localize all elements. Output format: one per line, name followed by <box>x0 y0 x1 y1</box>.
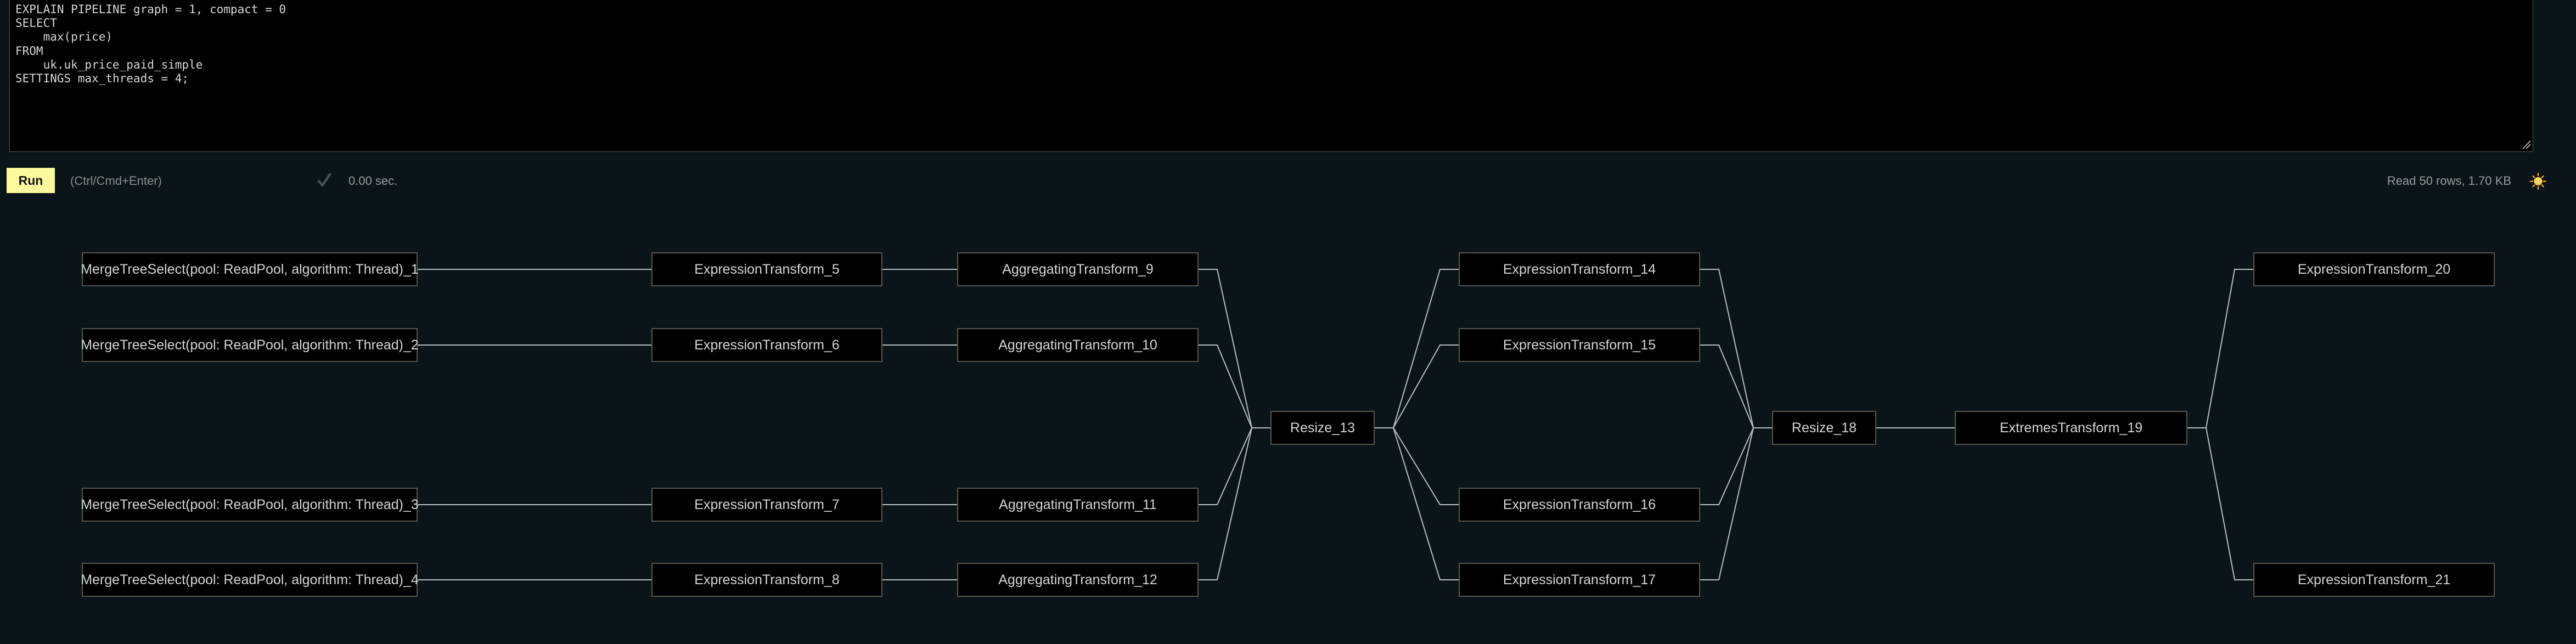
graph-node[interactable]: ExpressionTransform_14 <box>1459 252 1700 286</box>
graph-edge <box>1199 427 1270 505</box>
read-stats: Read 50 rows, 1.70 KB <box>2387 174 2511 188</box>
graph-edge <box>1199 269 1270 428</box>
graph-node-label: ExpressionTransform_17 <box>1503 572 1656 587</box>
graph-node-label: Resize_13 <box>1290 420 1356 436</box>
graph-node-label: ExpressionTransform_5 <box>694 261 840 277</box>
graph-node-label: AggregatingTransform_10 <box>998 337 1157 353</box>
graph-node-label: MergeTreeSelect(pool: ReadPool, algorith… <box>81 337 419 353</box>
graph-node[interactable]: ExpressionTransform_21 <box>2253 563 2495 597</box>
graph-node[interactable]: MergeTreeSelect(pool: ReadPool, algorith… <box>81 328 419 362</box>
graph-node-label: ExpressionTransform_16 <box>1503 496 1656 512</box>
sun-icon[interactable] <box>2529 172 2547 190</box>
graph-edge <box>1375 427 1459 580</box>
graph-edge <box>1375 427 1459 505</box>
sql-query-input[interactable] <box>9 0 2533 152</box>
graph-node[interactable]: ExtremesTransform_19 <box>1955 411 2187 445</box>
run-shortcut-hint: (Ctrl/Cmd+Enter) <box>70 174 162 188</box>
graph-node[interactable]: ExpressionTransform_5 <box>651 252 882 286</box>
graph-edge <box>1700 427 1772 580</box>
graph-edge <box>1199 427 1270 580</box>
graph-node-label: MergeTreeSelect(pool: ReadPool, algorith… <box>81 496 419 512</box>
graph-node[interactable]: AggregatingTransform_9 <box>957 252 1199 286</box>
graph-node-label: ExpressionTransform_21 <box>2297 572 2451 587</box>
graph-node[interactable]: AggregatingTransform_10 <box>957 328 1199 362</box>
graph-edge <box>1700 269 1772 428</box>
graph-node[interactable]: ExpressionTransform_15 <box>1459 328 1700 362</box>
graph-node-label: ExpressionTransform_14 <box>1503 261 1656 277</box>
graph-node[interactable]: ExpressionTransform_8 <box>651 563 882 597</box>
graph-node[interactable]: MergeTreeSelect(pool: ReadPool, algorith… <box>81 252 419 286</box>
graph-edge <box>1375 344 1459 428</box>
graph-node[interactable]: MergeTreeSelect(pool: ReadPool, algorith… <box>81 488 419 522</box>
graph-node[interactable]: Resize_18 <box>1772 411 1876 445</box>
query-toolbar: Run (Ctrl/Cmd+Enter) 0.00 sec. Read 50 r… <box>0 161 2576 199</box>
graph-node[interactable]: AggregatingTransform_12 <box>957 563 1199 597</box>
graph-node-label: MergeTreeSelect(pool: ReadPool, algorith… <box>81 572 419 587</box>
graph-node-label: MergeTreeSelect(pool: ReadPool, algorith… <box>81 261 419 277</box>
graph-node[interactable]: ExpressionTransform_17 <box>1459 563 1700 597</box>
graph-edge <box>2187 427 2253 580</box>
graph-node-label: ExpressionTransform_7 <box>694 496 840 512</box>
graph-node[interactable]: ExpressionTransform_20 <box>2253 252 2495 286</box>
run-button[interactable]: Run <box>7 168 55 193</box>
graph-node[interactable]: ExpressionTransform_16 <box>1459 488 1700 522</box>
graph-node-label: ExpressionTransform_20 <box>2297 261 2451 277</box>
graph-edge <box>1199 344 1270 428</box>
graph-node-label: Resize_18 <box>1791 420 1857 436</box>
graph-node-label: ExtremesTransform_19 <box>1999 420 2143 436</box>
elapsed-time: 0.00 sec. <box>348 174 398 188</box>
graph-node[interactable]: Resize_13 <box>1270 411 1375 445</box>
graph-edge <box>1700 427 1772 505</box>
graph-node[interactable]: ExpressionTransform_6 <box>651 328 882 362</box>
graph-node-label: ExpressionTransform_15 <box>1503 337 1656 353</box>
graph-edge <box>2187 269 2253 428</box>
check-icon <box>317 173 331 188</box>
graph-node-label: AggregatingTransform_9 <box>1002 261 1154 277</box>
graph-node-label: ExpressionTransform_6 <box>694 337 840 353</box>
graph-edge <box>1700 344 1772 428</box>
graph-node[interactable]: AggregatingTransform_11 <box>957 488 1199 522</box>
graph-node-label: ExpressionTransform_8 <box>694 572 840 587</box>
graph-edge <box>1375 269 1459 428</box>
graph-node[interactable]: ExpressionTransform_7 <box>651 488 882 522</box>
sql-editor-container <box>9 0 2533 152</box>
graph-node-label: AggregatingTransform_12 <box>998 572 1157 587</box>
graph-node-label: AggregatingTransform_11 <box>999 496 1157 512</box>
graph-node[interactable]: MergeTreeSelect(pool: ReadPool, algorith… <box>81 563 419 597</box>
